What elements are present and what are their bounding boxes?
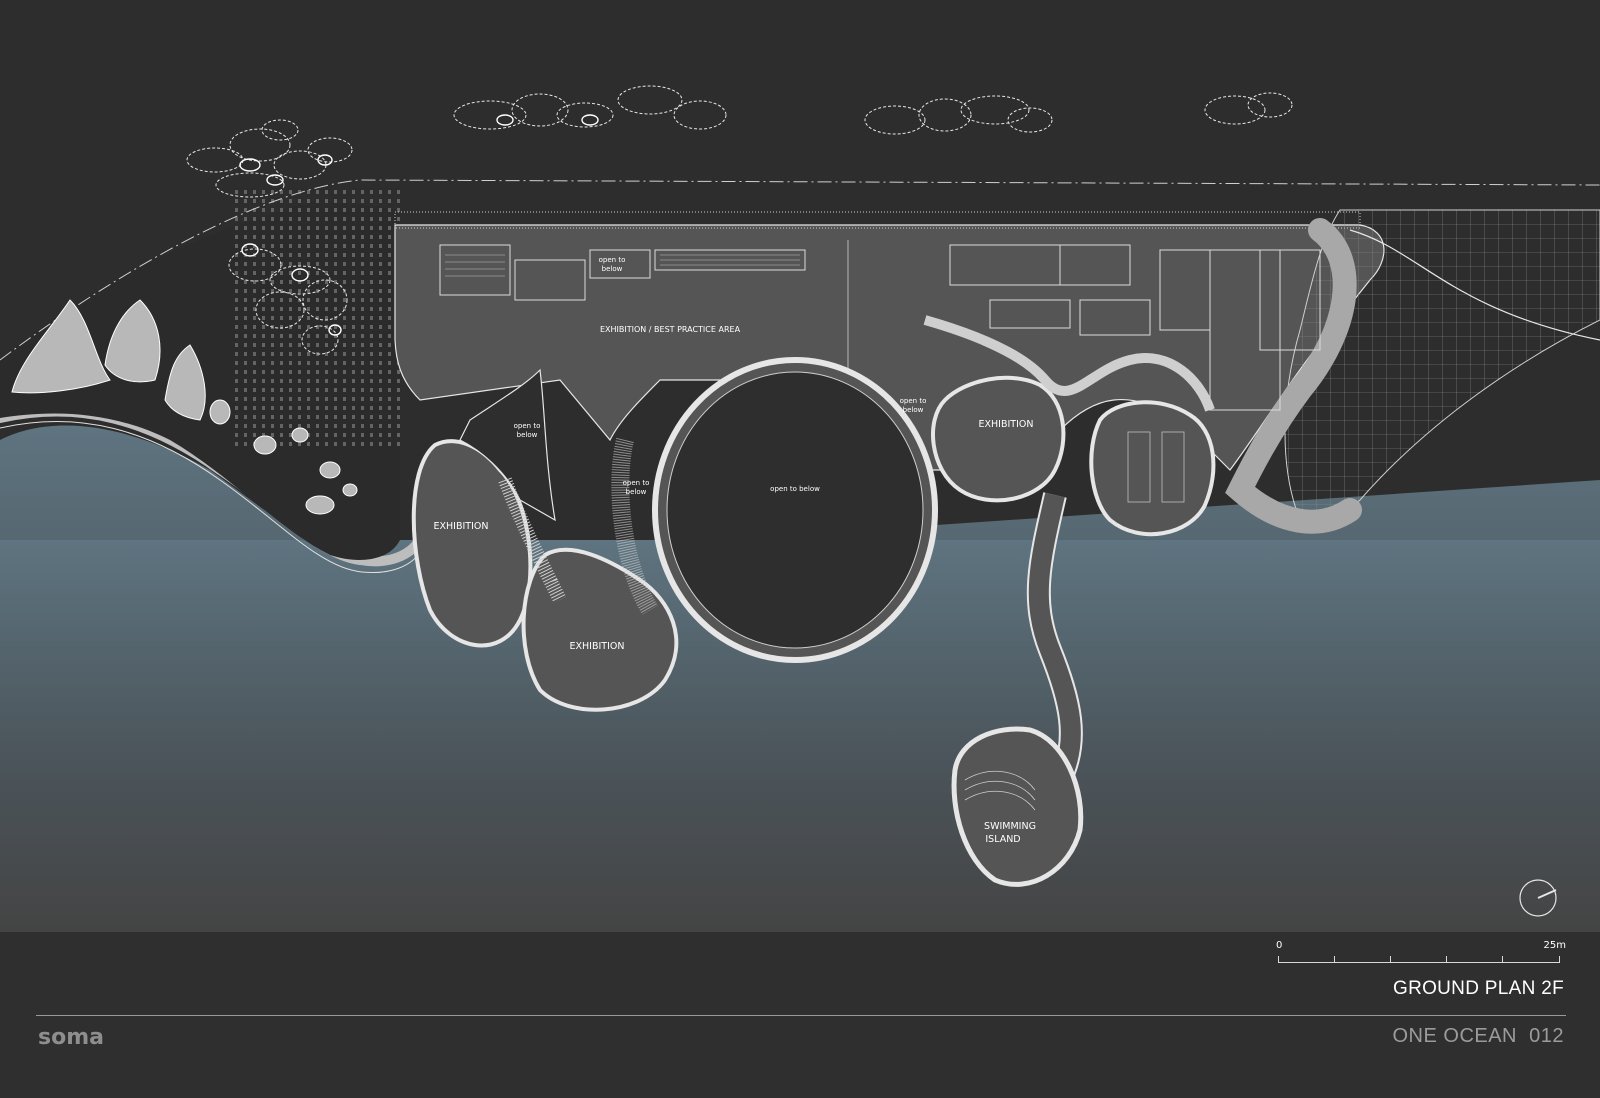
island-steps [964,770,1036,811]
scale-tick [1446,956,1447,963]
label-open-to-leaf: open to [514,422,541,430]
plaza-ribbon [1225,218,1362,534]
tree-cores [239,114,599,336]
scale-line [1278,962,1560,963]
label-open-to-right: open to [900,397,927,405]
label-below-strip: below [626,488,647,496]
label-exhibition-right: EXHIBITION [979,419,1034,430]
pool-slot-a [1127,431,1151,503]
shore-line [0,421,421,574]
pod-ramp [498,477,567,604]
label-exhibition-left: EXHIBITION [434,521,489,532]
central-void [666,371,924,649]
scale-max-label: 25m [1543,940,1566,951]
pod-far-right [1089,400,1216,537]
label-open-to-below-center: open to below [770,485,820,493]
right-curve [1349,229,1600,341]
label-island: ISLAND [985,834,1020,845]
scale-tick [1390,956,1391,963]
north-arrow-icon [1519,879,1557,917]
label-open-to-strip: open to [623,479,650,487]
tree-cluster-icon [186,85,1293,355]
scale-zero-label: 0 [1276,940,1283,951]
title-rule [36,1015,1566,1016]
swimming-island [951,726,1084,887]
pool-slot-b [1161,431,1185,503]
sheet-title: GROUND PLAN 2F [1392,978,1564,999]
service-cores [439,244,1321,411]
scale-tick [1559,956,1560,963]
park-dot-field [230,190,400,450]
exhibition-pod-right [931,375,1066,503]
brand-logo: soma [38,1025,104,1050]
project-title: ONE OCEAN 012 [1392,1025,1564,1047]
scale-bar: 0 25m [1276,940,1566,974]
label-exhibition-best-practice: EXHIBITION / BEST PRACTICE AREA [600,325,741,334]
open-void-leaf [459,368,556,522]
label-exhibition-bottom: EXHIBITION [570,641,625,652]
label-open-to-top: open to [599,256,626,264]
scale-tick [1334,956,1335,963]
label-below-top: below [602,265,623,273]
label-swimming: SWIMMING [984,821,1036,832]
island-bridge-deck [1028,492,1081,785]
label-below-leaf: below [517,431,538,439]
label-below-right: below [903,406,924,414]
floor-plan: EXHIBITION / BEST PRACTICE AREA open to … [0,85,1600,932]
coastal-rocks [11,299,358,515]
scale-tick [1502,956,1503,963]
stair-hatch [445,254,800,277]
scale-tick [1278,956,1279,963]
walkway-ribbon [923,315,1215,412]
